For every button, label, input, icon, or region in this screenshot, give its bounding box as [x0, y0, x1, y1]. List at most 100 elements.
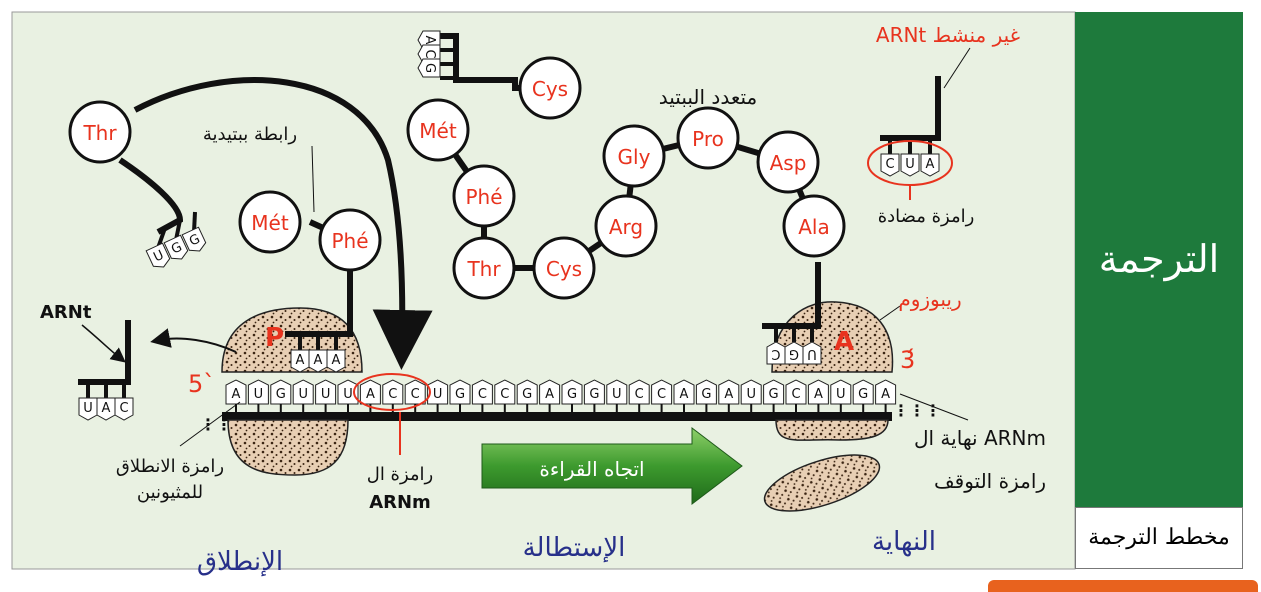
mrna-nucleotide: C: [471, 379, 493, 405]
mrna-nucleotide: G: [516, 379, 538, 405]
svg-text:C: C: [657, 387, 666, 402]
svg-text:U: U: [433, 387, 443, 402]
ribosome-pointer: [879, 305, 901, 321]
svg-text:C: C: [500, 387, 509, 402]
phase-elongation: الإستطالة: [523, 533, 626, 563]
svg-text:G: G: [276, 387, 286, 402]
svg-text:C: C: [388, 387, 397, 402]
svg-text:Pro: Pro: [692, 127, 724, 151]
site-p-label: P: [265, 323, 284, 353]
svg-text:Cys: Cys: [546, 257, 582, 281]
title-panel: الترجمة: [1075, 12, 1243, 507]
trna-nucleotide: G: [417, 58, 441, 78]
codon-arnm-label-2: ARNm: [369, 492, 431, 513]
svg-text:C: C: [885, 157, 894, 172]
svg-text:Cys: Cys: [532, 77, 568, 101]
svg-text:Asp: Asp: [770, 151, 807, 175]
reading-direction-arrow: اتجاه القراءة: [481, 426, 743, 506]
mrna-nucleotide: A: [539, 379, 561, 405]
mrna-nucleotide: C: [651, 379, 673, 405]
svg-text:Thr: Thr: [466, 257, 501, 281]
svg-text:G: G: [769, 387, 779, 402]
peptide-bond-pointer: [311, 145, 315, 213]
mrna-nucleotide: C: [494, 379, 516, 405]
svg-text:U: U: [298, 387, 308, 402]
mrna-nucleotide: G: [270, 379, 292, 405]
svg-text:اتجاه القراءة: اتجاه القراءة: [539, 457, 644, 481]
start-codon-pointer: [179, 401, 241, 447]
trna-nucleotide: A: [290, 349, 310, 373]
caption-box: مخطط الترجمة: [1075, 507, 1243, 569]
site-a-label: A: [834, 327, 854, 357]
svg-text:A: A: [545, 387, 554, 402]
amino-thr-chain: Thr: [452, 236, 516, 300]
mrna-nucleotide: U: [830, 379, 852, 405]
trna-nucleotide: U: [900, 153, 920, 177]
trna-nucleotide: G: [784, 341, 804, 365]
amino-arg: Arg: [594, 194, 658, 258]
trna-nucleotide: U: [78, 397, 98, 421]
svg-text:U: U: [905, 157, 915, 172]
amino-met-start: Mét: [238, 190, 302, 254]
amino-thr-top: Thr: [68, 100, 132, 164]
svg-text:A: A: [332, 353, 341, 368]
svg-text:A: A: [881, 387, 890, 402]
trna-nucleotide: G: [181, 226, 207, 252]
trna-nucleotide: C: [880, 153, 900, 177]
svg-text:Mét: Mét: [251, 211, 289, 235]
mrna-nucleotide: G: [695, 379, 717, 405]
mrna-nucleotide: C: [382, 379, 404, 405]
mrna-nucleotide: G: [583, 379, 605, 405]
orange-tab: [988, 580, 1258, 592]
polypeptide-label: متعدد الببتيد: [659, 85, 757, 109]
trna-nucleotide: C: [766, 341, 786, 365]
end-arnm-label: نهاية ال ARNm: [914, 426, 1046, 450]
svg-text:A: A: [680, 387, 689, 402]
phase-end: النهاية: [872, 527, 936, 557]
amino-pro: Pro: [676, 106, 740, 170]
svg-text:U: U: [612, 387, 622, 402]
arnt-inactive-label: ARNt غير منشط: [876, 23, 1020, 47]
svg-text:C: C: [422, 49, 437, 58]
trna-nucleotide: U: [802, 341, 822, 365]
svg-text:A: A: [724, 387, 733, 402]
svg-text:G: G: [858, 387, 868, 402]
svg-text:C: C: [119, 401, 128, 416]
amino-gly: Gly: [602, 124, 666, 188]
svg-text:Arg: Arg: [609, 215, 643, 239]
trna-top-center: ACG: [417, 30, 540, 91]
svg-text:C: C: [771, 346, 780, 361]
svg-text:A: A: [366, 387, 375, 402]
mrna-nucleotide: G: [561, 379, 583, 405]
svg-text:U: U: [254, 387, 264, 402]
svg-text:G: G: [455, 387, 465, 402]
mrna-dots-right: ⋮⋮⋮: [893, 401, 941, 420]
svg-text:G: G: [422, 63, 437, 73]
svg-text:U: U: [321, 387, 331, 402]
mrna-nucleotide: C: [628, 379, 650, 405]
svg-text:Ala: Ala: [798, 215, 830, 239]
svg-text:U: U: [343, 387, 353, 402]
mrna-nucleotide: U: [337, 379, 359, 405]
three-prime-label: 3́: [900, 346, 915, 374]
svg-text:C: C: [478, 387, 487, 402]
svg-text:Mét: Mét: [419, 119, 457, 143]
trna-nucleotide: G: [163, 234, 189, 260]
mrna-nucleotide: U: [606, 379, 628, 405]
mrna-nucleotide: A: [807, 379, 829, 405]
svg-text:C: C: [635, 387, 644, 402]
mrna-backbone: [222, 412, 892, 421]
mrna-nucleotide: G: [763, 379, 785, 405]
mrna-nucleotide: C: [785, 379, 807, 405]
trna-nucleotide: A: [326, 349, 346, 373]
phase-start: الإنطلاق: [197, 547, 283, 577]
svg-text:Phé: Phé: [331, 229, 368, 253]
svg-text:A: A: [926, 157, 935, 172]
figure-caption: مخطط الترجمة: [1088, 525, 1230, 550]
mrna-nucleotide: U: [427, 379, 449, 405]
mrna-nucleotide: G: [852, 379, 874, 405]
